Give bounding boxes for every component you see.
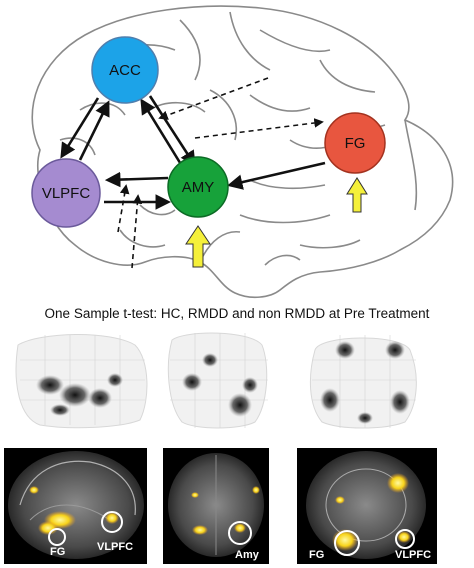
- up-arrow-fg-shape: [346, 177, 368, 213]
- node-amy-label: AMY: [182, 179, 215, 196]
- glass-brain-coronal: [167, 332, 268, 429]
- arrow-amy-to-vlpfc: [104, 171, 169, 188]
- caption: One Sample t-test: HC, RMDD and non RMDD…: [45, 306, 430, 321]
- node-amy: AMY: [167, 156, 229, 218]
- glass-brain-sagittal: [15, 334, 148, 429]
- up-arrow-amy: [185, 225, 211, 268]
- node-fg-circle: [324, 112, 386, 174]
- node-acc-label: ACC: [109, 62, 141, 79]
- mri-sagittal: FG VLPFC: [4, 448, 147, 564]
- arrow-acc-to-amy: [148, 95, 196, 167]
- mri-axial: FG VLPFC: [297, 448, 437, 564]
- node-vlpfc-label: VLPFC: [42, 185, 91, 202]
- node-amy-circle: [167, 156, 229, 218]
- brain-outline: [31, 5, 454, 299]
- arrow-vlpfc-to-acc: [78, 100, 110, 161]
- dashed-arrow-2: [194, 118, 324, 139]
- node-vlpfc-circle: [31, 158, 101, 228]
- up-arrow-fg: [346, 177, 368, 213]
- node-acc: ACC: [91, 36, 159, 104]
- dashed-arrow-4: [131, 194, 143, 269]
- arrow-amy-to-acc: [140, 98, 184, 167]
- glass-brain-axial: [309, 335, 417, 429]
- mri-coronal: Amy: [163, 448, 269, 564]
- connection-arrows: [60, 77, 326, 269]
- dashed-arrow-1: [158, 77, 269, 120]
- node-acc-circle: [91, 36, 159, 104]
- node-fg: FG: [324, 112, 386, 174]
- roi-label-sagittal-vlpfc: VLPFC: [97, 541, 133, 553]
- roi-label-sagittal-fg: FG: [50, 546, 65, 558]
- roi-label-axial-fg: FG: [309, 549, 324, 561]
- roi-label-coronal-amy: Amy: [235, 549, 260, 561]
- node-vlpfc: VLPFC: [31, 158, 101, 228]
- up-arrow-amy-shape: [185, 225, 211, 268]
- node-fg-label: FG: [345, 135, 366, 152]
- arrow-acc-to-vlpfc: [60, 97, 100, 159]
- roi-label-axial-vlpfc: VLPFC: [395, 549, 431, 561]
- arrow-fg-to-amy: [226, 161, 326, 190]
- dashed-arrow-3: [117, 184, 130, 233]
